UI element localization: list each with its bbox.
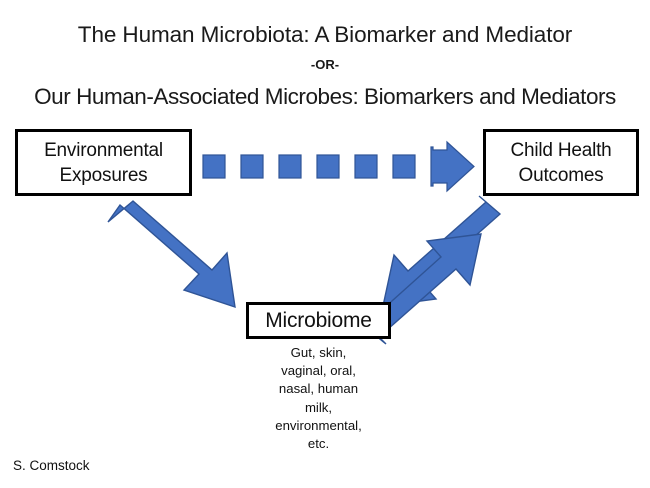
node-environmental-exposures-line-1: Environmental xyxy=(44,139,163,161)
author-credit: S. Comstock xyxy=(13,458,90,473)
node-child-health-outcomes-line-2: Outcomes xyxy=(518,164,604,186)
page-title-line-2: Our Human-Associated Microbes: Biomarker… xyxy=(34,84,616,109)
arrow-exposures-to-microbiome xyxy=(107,200,236,309)
dashed-arrow-exposures-to-outcomes xyxy=(202,140,475,193)
node-microbiome-label: Microbiome xyxy=(265,308,372,332)
node-microbiome[interactable]: Microbiome xyxy=(246,302,391,339)
microbiome-example-line: Gut, skin, xyxy=(290,345,347,360)
microbiome-example-line: milk, xyxy=(304,399,333,415)
node-environmental-exposures-line-2: Exposures xyxy=(59,164,148,186)
node-child-health-outcomes[interactable]: Child Health Outcomes xyxy=(483,129,639,196)
node-environmental-exposures[interactable]: Environmental Exposures xyxy=(15,129,192,196)
microbiome-example-line: etc. xyxy=(307,436,330,452)
microbiome-example-line: vaginal, oral, xyxy=(281,363,356,379)
title-separator-or: -OR- xyxy=(310,57,340,72)
node-child-health-outcomes-line-1: Child Health xyxy=(510,139,612,161)
page-title-line-1: The Human Microbiota: A Biomarker and Me… xyxy=(77,22,573,47)
microbiome-example-line: environmental, xyxy=(275,417,362,433)
microbiome-examples-list: Gut, skin, vaginal, oral, nasal, human m… xyxy=(243,344,394,453)
microbiome-example-line: nasal, human xyxy=(278,381,359,397)
